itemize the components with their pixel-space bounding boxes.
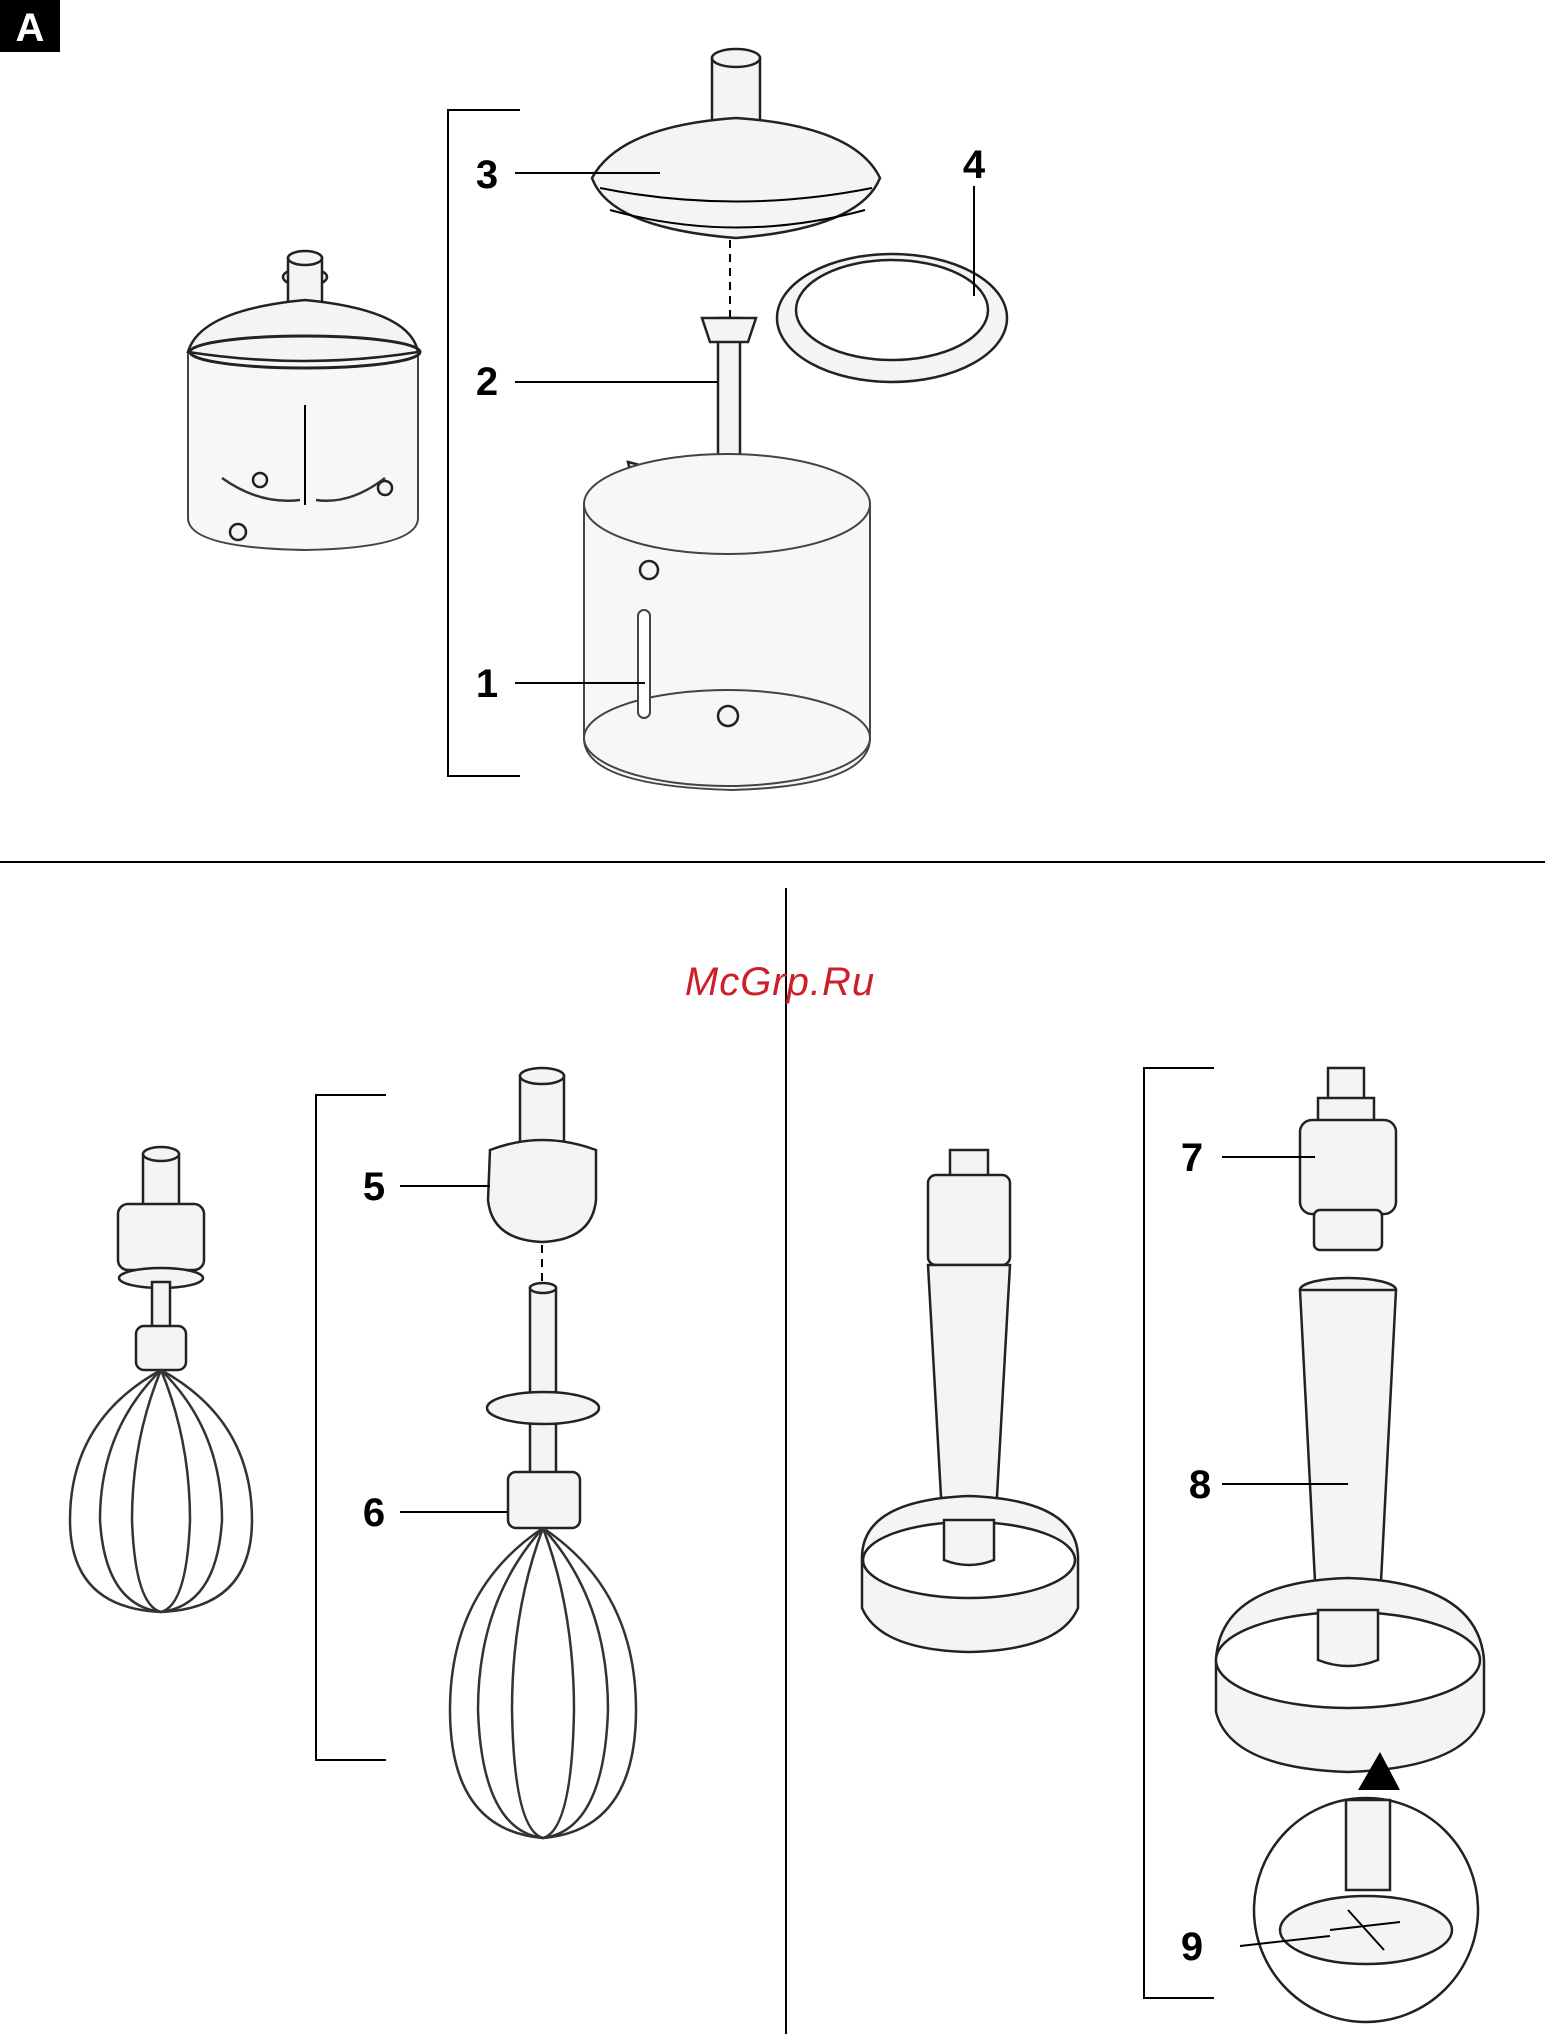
- watermark-text: McGrp.Ru: [685, 960, 875, 1004]
- callout-3-label: 3: [476, 153, 498, 197]
- chopper-assembled-drawing: [188, 251, 420, 550]
- whisk-assembled-drawing: [70, 1147, 252, 1612]
- callout-7-label: 7: [1181, 1136, 1203, 1180]
- callout-8-label: 8: [1189, 1463, 1211, 1507]
- masher-detail-drawing: [1254, 1752, 1478, 2022]
- masher-assembled-drawing: [862, 1150, 1078, 1652]
- whisk-gearbox-drawing: [488, 1068, 596, 1242]
- callout-4-label: 4: [963, 143, 986, 187]
- chopper-bowl-drawing: [584, 454, 870, 790]
- callout-5-label: 5: [363, 1165, 385, 1209]
- whisk-attachment-drawing: [450, 1283, 636, 1838]
- callout-6-label: 6: [363, 1491, 385, 1535]
- section-a-letter: A: [16, 6, 45, 50]
- callout-2-label: 2: [476, 360, 498, 404]
- masher-gearbox-drawing: [1300, 1068, 1396, 1250]
- seal-ring-drawing: [777, 254, 1007, 382]
- masher-bracket: [1144, 1068, 1214, 1998]
- chopper-lid-drawing: [592, 49, 880, 238]
- callout-1-label: 1: [476, 662, 498, 706]
- callout-9-label: 9: [1181, 1925, 1203, 1969]
- masher-plate-drawing: [1216, 1578, 1484, 1772]
- section-a-label: A: [0, 0, 60, 52]
